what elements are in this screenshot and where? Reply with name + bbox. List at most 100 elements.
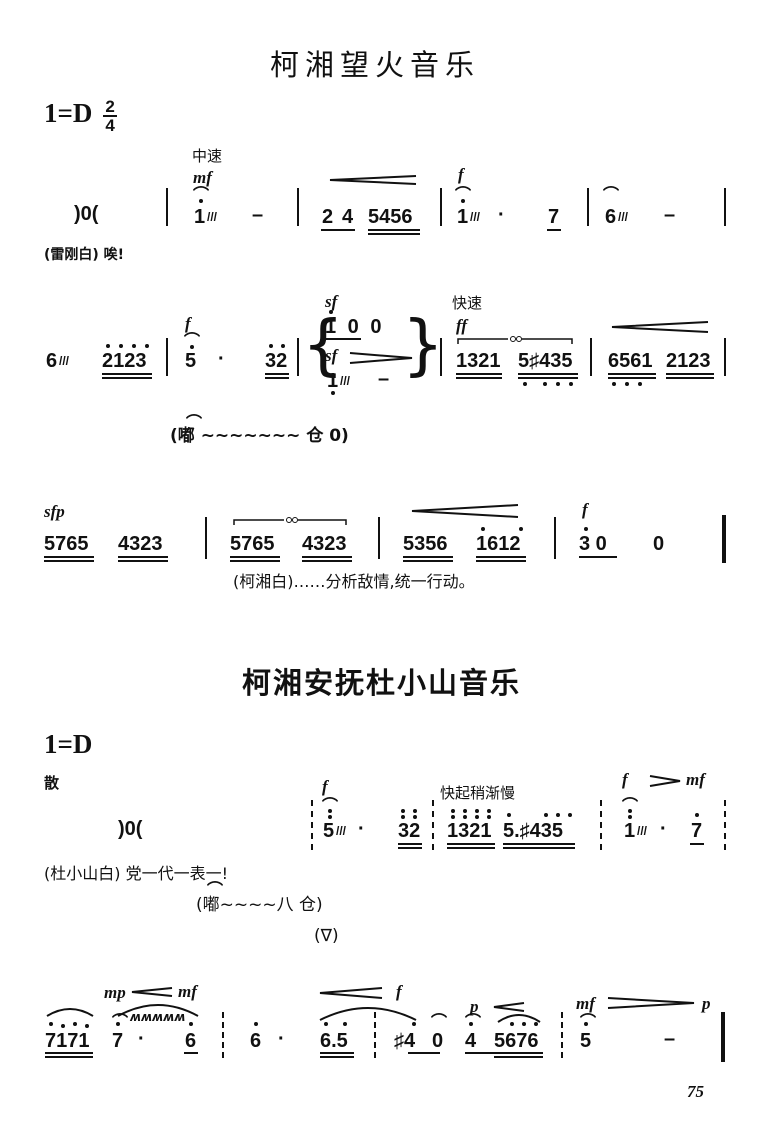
dash: – xyxy=(664,1028,676,1050)
percussion-symbol: (∇) xyxy=(314,926,339,946)
note: 4 xyxy=(465,1030,477,1052)
upper-voice: 1 0 0 xyxy=(325,316,385,338)
percussion-text: (嘟 ~~~~~~~ 仓 0) xyxy=(170,426,349,446)
brace-left: { xyxy=(302,306,344,383)
tempo-marking: 快起稍渐慢 xyxy=(440,784,516,802)
crescendo-hairpin xyxy=(493,1002,525,1012)
crescendo-hairpin xyxy=(131,987,173,997)
barline xyxy=(297,188,299,226)
time-bottom: 4 xyxy=(105,116,115,135)
note-group: 2123 xyxy=(666,350,711,372)
tremolo: /// xyxy=(340,374,351,388)
dashed-barline xyxy=(222,1012,224,1058)
slur xyxy=(117,1004,199,1017)
final-barline xyxy=(722,515,726,563)
barline xyxy=(440,338,442,376)
rest-open: )0( xyxy=(74,203,99,225)
tremolo: /// xyxy=(207,210,218,224)
note-group: 5456 xyxy=(368,206,413,228)
fermata-icon: ⌒ xyxy=(186,413,203,432)
lower-voice: 1 xyxy=(327,370,339,392)
dynamic-sf: sf xyxy=(325,292,338,311)
rest-open: )0( xyxy=(118,818,143,840)
note-group: 4323 xyxy=(302,533,347,555)
fermata-icon: ⌒ xyxy=(465,1012,482,1031)
note: 1 xyxy=(194,206,206,228)
dashed-barline xyxy=(432,800,434,850)
note: 5 xyxy=(185,350,197,372)
dot: · xyxy=(358,818,365,840)
barline xyxy=(590,338,592,376)
fermata-icon: ⌒ xyxy=(322,796,339,815)
key-label: 1=D xyxy=(44,98,93,129)
note: 1 xyxy=(624,820,636,842)
fermata-icon: ⌒ xyxy=(455,185,472,204)
time-signature: 2 4 xyxy=(103,98,118,135)
note-group: 5676 xyxy=(494,1030,539,1052)
dynamic-f: f xyxy=(582,500,588,519)
barline xyxy=(440,188,442,226)
dashed-barline xyxy=(374,1012,376,1058)
dynamic-p: p xyxy=(470,997,479,1016)
percussion-text: (嘟~~~~八 仓) xyxy=(196,895,323,915)
bracket-oo xyxy=(457,336,573,344)
tremolo: /// xyxy=(470,210,481,224)
note-group: 5.♯435 xyxy=(503,820,564,842)
note-group: 32 xyxy=(398,820,421,842)
dynamic-sf: sf xyxy=(325,346,338,365)
dynamic-mf: mf xyxy=(686,770,705,789)
speech-text: (雷刚白) 唉! xyxy=(44,247,125,263)
dot: · xyxy=(660,818,667,840)
decrescendo-hairpin xyxy=(649,775,681,787)
dynamic-sfp: sfp xyxy=(44,502,65,521)
dashed-barline xyxy=(724,800,726,850)
crescendo-hairpin xyxy=(319,987,383,999)
note-group: 2123 xyxy=(102,350,147,372)
tempo-marking: 中速 xyxy=(192,147,223,165)
note: 5 xyxy=(580,1030,592,1052)
fermata-icon: ⌒ xyxy=(207,880,224,899)
dynamic-mf: mf xyxy=(576,994,595,1013)
dynamic-f: f xyxy=(458,165,464,184)
barline xyxy=(724,188,726,226)
barline xyxy=(297,338,299,376)
brace-right: } xyxy=(402,306,444,383)
dynamic-ff: ff xyxy=(456,316,468,335)
note-group: 5♯435 xyxy=(518,350,573,372)
fermata-icon: ⌒ xyxy=(580,1012,597,1031)
dynamic-mf: mf xyxy=(193,168,212,187)
slur xyxy=(46,1008,94,1017)
note-group: 32 xyxy=(265,350,288,372)
note-group: 5765 xyxy=(230,533,275,555)
dynamic-f: f xyxy=(185,314,191,333)
fermata-icon: ⌒ xyxy=(431,1012,448,1031)
note: 6 xyxy=(185,1030,197,1052)
dynamic-mp: mp xyxy=(104,983,126,1002)
note-group: 1321 xyxy=(456,350,501,372)
note: 6 xyxy=(250,1030,262,1052)
dashed-barline xyxy=(311,800,313,850)
note-group: 5765 xyxy=(44,533,89,555)
note-group: 1321 xyxy=(447,820,492,842)
dynamic-p: p xyxy=(702,994,711,1013)
slur xyxy=(319,1007,417,1021)
barline xyxy=(378,517,380,559)
tremolo: /// xyxy=(637,824,648,838)
note: 1 xyxy=(457,206,469,228)
speech-text: (柯湘白)……分析敌情,统一行动。 xyxy=(233,572,475,591)
fermata-icon: ⌒ xyxy=(603,185,620,204)
tremolo: /// xyxy=(618,210,629,224)
piece1-key-signature: 1=D 2 4 xyxy=(44,98,118,135)
piece2-title: 柯湘安抚杜小山音乐 xyxy=(242,666,522,700)
final-barline xyxy=(721,1012,725,1062)
dash: – xyxy=(664,204,676,226)
rest: 0 xyxy=(653,533,665,555)
speech-text: (杜小山白) 党一代一表一! xyxy=(44,864,228,883)
bracket-oo xyxy=(233,517,347,525)
dashed-barline xyxy=(561,1012,563,1058)
piece1-title: 柯湘望火音乐 xyxy=(270,48,481,82)
decrescendo-hairpin xyxy=(607,997,695,1009)
dot: · xyxy=(218,348,225,370)
note-group: 6.5 xyxy=(320,1030,348,1052)
tempo-fast: 快速 xyxy=(452,294,483,312)
